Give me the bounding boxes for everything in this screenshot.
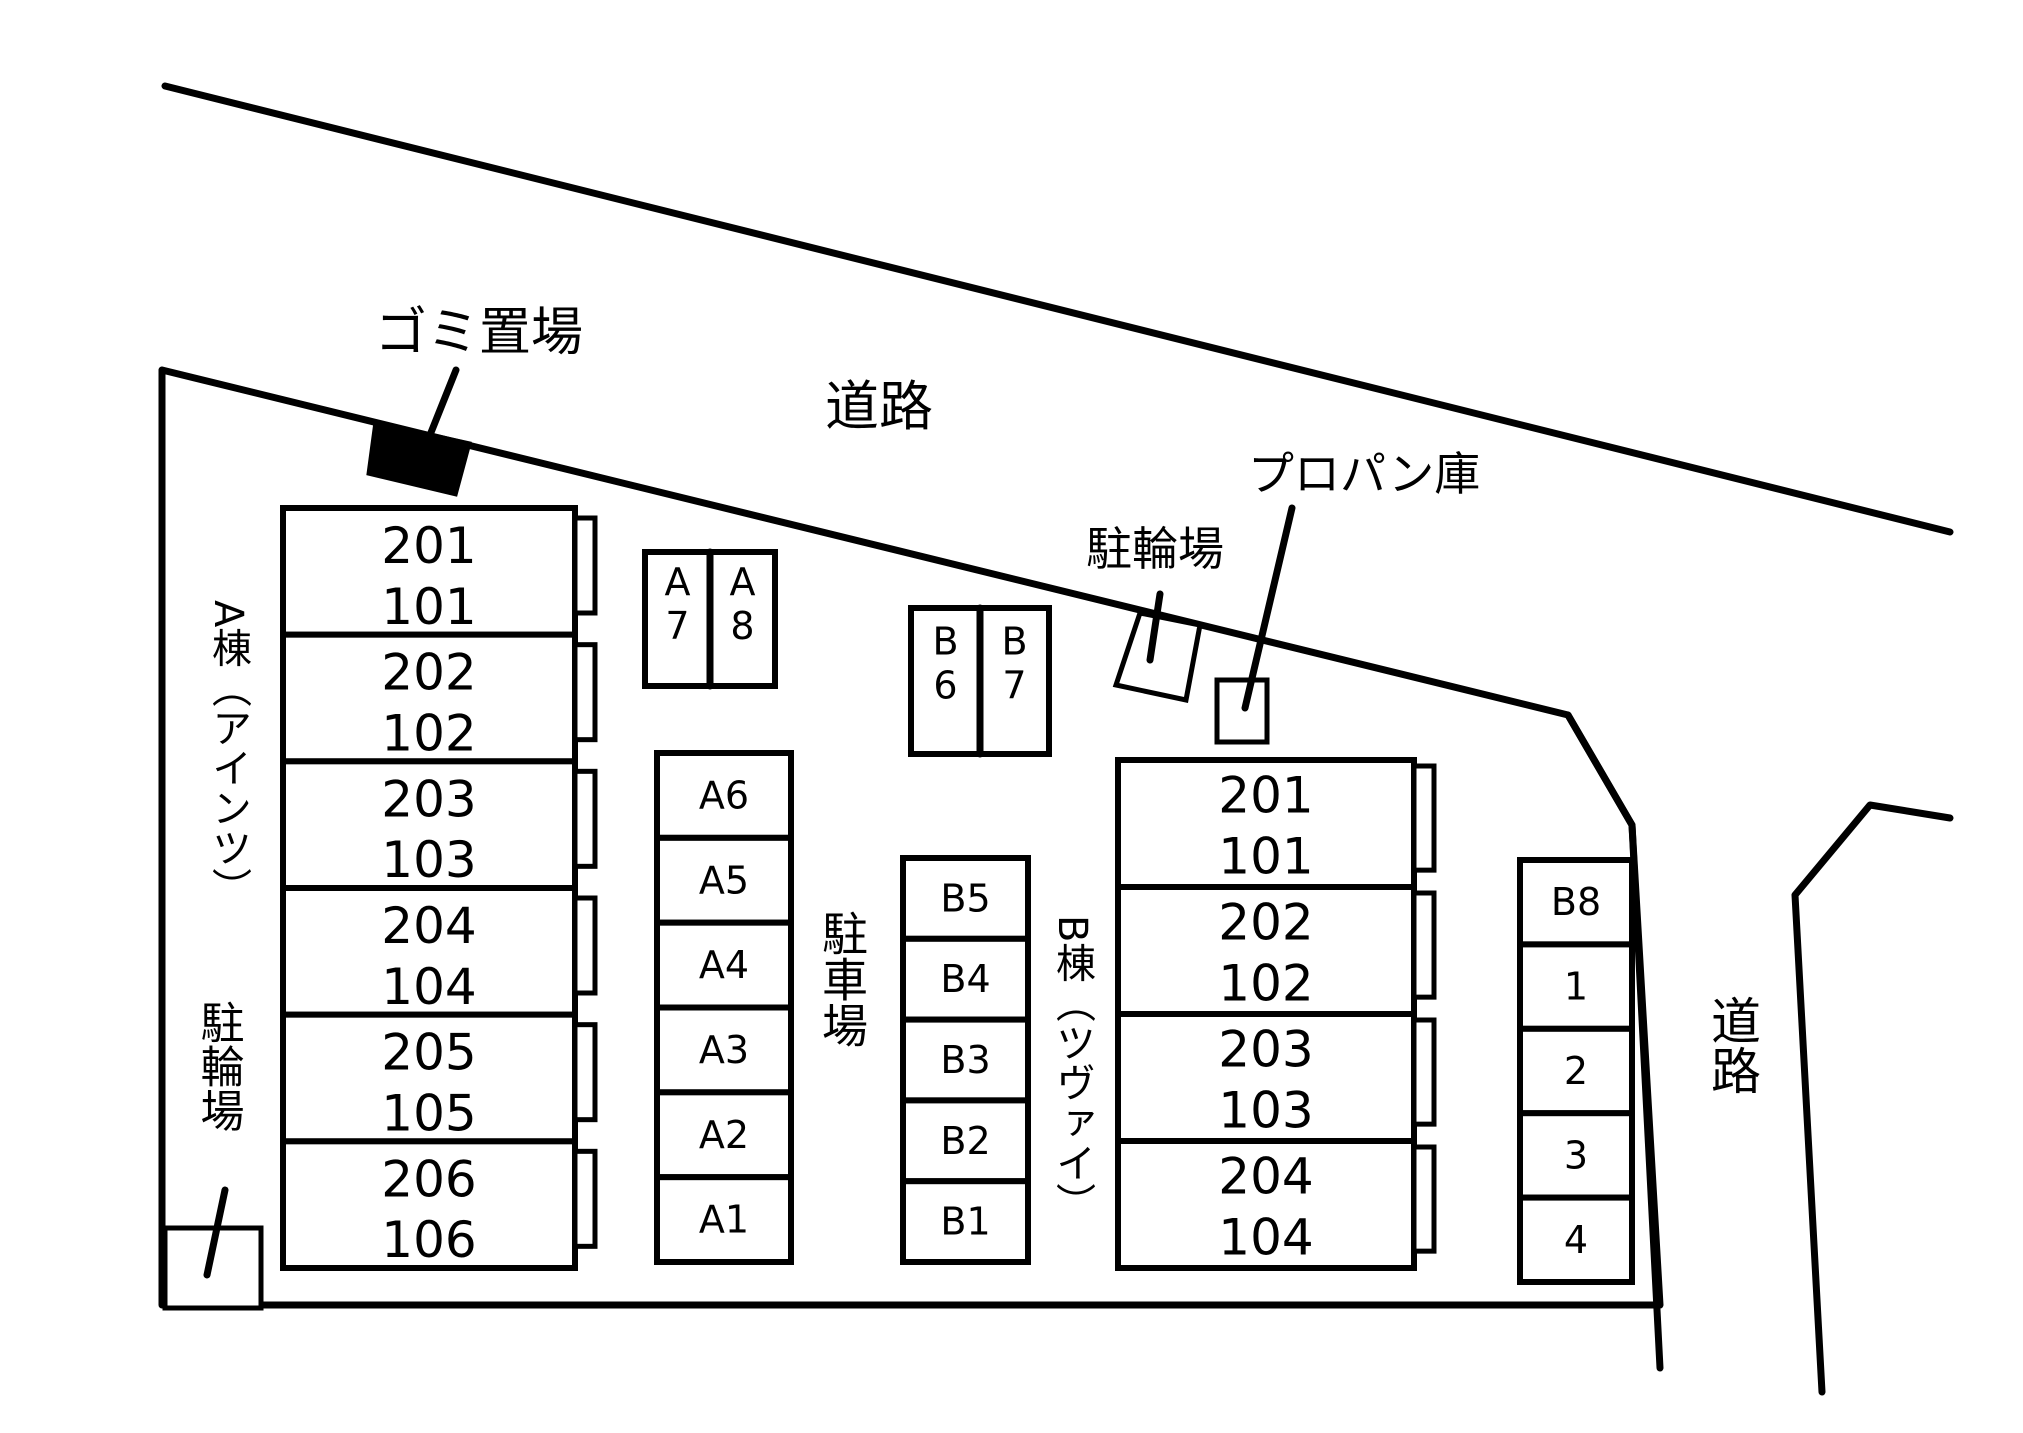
garbage-label: ゴミ置場 [375,303,583,363]
parking-stall-label: B8 [1551,880,1601,924]
parking-stall [654,919,794,1011]
building-b-label: B棟（ツヴァイ） [1049,915,1096,1222]
unit-number-upper: 206 [381,1150,476,1208]
bike-parking-top-leader [1146,590,1164,664]
building-a-unit [280,631,578,765]
building-a-unit [280,1011,578,1145]
parking-stall-label: B1 [940,1200,990,1244]
parking-stall-label: 2 [1564,1049,1588,1093]
building-a-label: A棟（アインツ） [205,600,252,907]
balcony [1411,1144,1437,1254]
unit-number-upper: 201 [381,517,476,575]
parking-stall [1517,1110,1635,1201]
unit-number-upper: 202 [381,644,476,702]
bike-parking-left-slash [203,1186,229,1279]
building-b-unit [1115,1011,1417,1144]
balcony [572,895,598,996]
property-boundary [158,366,1664,1309]
unit-number-lower: 104 [381,958,476,1016]
parking-stall [900,1097,1031,1185]
building-a-unit [280,1138,578,1272]
balcony [572,1148,598,1249]
balcony [1411,1017,1437,1127]
balcony [572,768,598,869]
parking-stall-label: 3 [1564,1133,1588,1177]
propane-leader [1241,504,1296,712]
bike-parking-left-label: 駐輪場 [193,1000,244,1132]
unit-number-lower: 103 [1218,1082,1313,1140]
garbage-area [366,420,472,497]
parking-stall [900,1178,1031,1265]
unit-number-upper: 204 [381,897,476,955]
parking-stall-label: A4 [699,943,749,987]
balcony [572,642,598,743]
unit-number-upper: 202 [1218,894,1313,952]
unit-number-lower: 106 [381,1211,476,1269]
unit-number-lower: 101 [381,578,476,636]
parking-stall [1517,941,1635,1032]
parking-stall [900,1016,1031,1104]
road-edge-top [161,82,1954,536]
parking-stall-label: A1 [699,1198,749,1242]
balcony [1411,763,1437,873]
parking-stall-label: A5 [699,858,749,902]
parking-stall-label: A2 [699,1113,749,1157]
unit-number-lower: 105 [381,1084,476,1142]
parking-stall-label: A3 [699,1028,749,1072]
unit-number-lower: 102 [1218,955,1313,1013]
unit-number-lower: 102 [381,704,476,762]
parking-stall-label: A6 [699,773,749,817]
unit-number-upper: 203 [381,770,476,828]
parking-stall-label: 4 [1564,1218,1588,1262]
balcony [572,1022,598,1123]
parking-stall [900,855,1031,942]
parking-right-column: B8 1 2 3 4 [1517,857,1635,1285]
unit-number-lower: 104 [1218,1209,1313,1267]
road-label-right: 道路 [1703,995,1761,1095]
unit-number-upper: 203 [1218,1021,1313,1079]
bike-parking-top [1112,610,1203,703]
propane-label: プロパン庫 [1248,447,1480,501]
parking-stall-label: B4 [940,957,990,1001]
bike-parking-top-label: 駐輪場 [1086,522,1224,576]
garbage-leader [426,366,460,439]
building-b-unit [1115,1138,1417,1271]
unit-number-lower: 101 [1218,828,1313,886]
balcony [1411,890,1437,1000]
balcony [572,515,598,616]
unit-number-upper: 201 [1218,767,1313,825]
parking-stall-label: B5 [940,876,990,920]
road-edge-right-outer [1791,801,1954,1396]
unit-number-upper: 204 [1218,1148,1313,1206]
building-a-unit [280,758,578,891]
parking-stall [654,1004,794,1096]
road-label-top: 道路 [825,375,933,438]
parking-stall-label: B2 [940,1119,990,1163]
propane-storage [1214,677,1270,745]
unit-number-lower: 103 [381,831,476,889]
unit-number-upper: 205 [381,1024,476,1082]
parking-stall [1517,1194,1635,1285]
parking-lot-label: 駐車場 [815,910,869,1048]
parking-stall-label: 1 [1564,965,1588,1009]
parking-stall-label: B3 [940,1038,990,1082]
parking-stall [1517,1025,1635,1117]
parking-stall [654,1174,794,1265]
